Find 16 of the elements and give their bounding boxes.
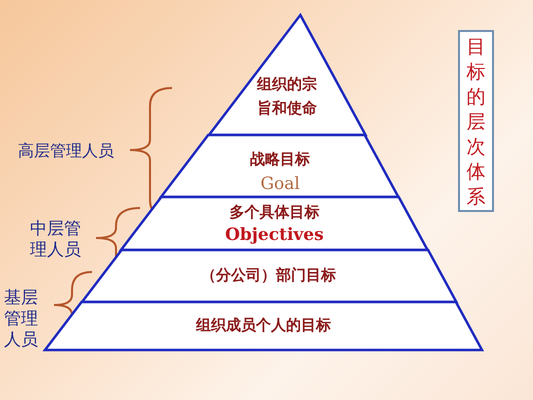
- layer-text: 战略目标: [249, 150, 312, 169]
- pyramid-layer: [208, 15, 366, 135]
- pyramid-layer: [161, 135, 399, 197]
- layer-text: 多个具体目标: [228, 203, 320, 222]
- pyramid-layer: [45, 302, 482, 350]
- layer-text: 组织的宗旨和使命: [256, 74, 318, 119]
- vertical-title-box: 目标的层次体系: [458, 30, 494, 212]
- layer-text: Objectives: [224, 225, 325, 245]
- layer-text: （分公司）部门目标: [200, 266, 338, 285]
- layer-text: Goal: [259, 174, 301, 194]
- pyramid-layer: [121, 197, 428, 250]
- layer-text: 组织成员个人的目标: [194, 316, 332, 335]
- management-level-label: 中层管理人员: [30, 219, 82, 261]
- pyramid-layer: [82, 250, 456, 302]
- management-level-label: 高层管理人员: [18, 140, 115, 161]
- management-level-label: 基层管理人员: [4, 288, 39, 351]
